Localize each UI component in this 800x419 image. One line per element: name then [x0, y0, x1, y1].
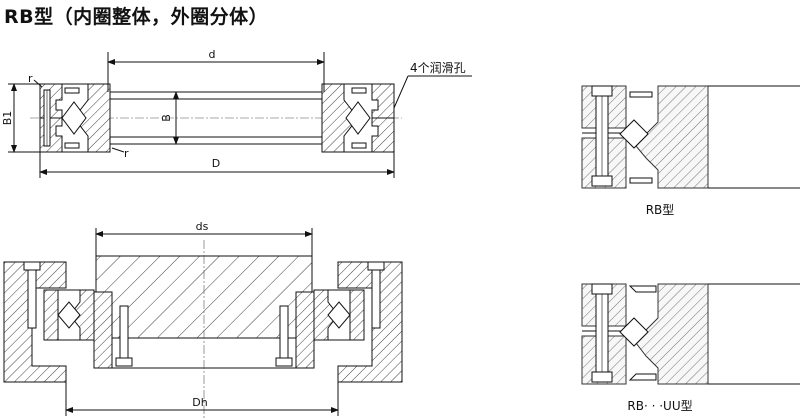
- seal-icon: [628, 373, 657, 381]
- rb-bearing-section: d D B B1 r r 4个润滑孔: [1, 48, 472, 178]
- caption-rbuu: RB· · ·UU型: [627, 399, 692, 413]
- bolt-left-inner: [119, 305, 129, 363]
- page-title: RB型（内圈整体，外圈分体）: [4, 6, 269, 28]
- seal-icon: [628, 285, 657, 293]
- bolt-right-inner: [279, 305, 289, 363]
- dim-Dh-label: Dh: [192, 396, 207, 409]
- lube-holes-label: 4个润滑孔: [410, 61, 466, 75]
- rbuu-type-detail: RB· · ·UU型: [581, 283, 800, 413]
- bolt-right-outer: [371, 267, 381, 329]
- rb-type-detail: RB型: [581, 85, 800, 217]
- dim-d-label: d: [209, 48, 216, 61]
- housing-left: [3, 261, 67, 383]
- radius-label-bottom: r: [124, 147, 129, 160]
- right-section: [321, 83, 395, 153]
- dim-B-label: B: [160, 114, 173, 122]
- dim-ds-label: ds: [196, 220, 209, 233]
- dim-B1-label: B1: [1, 111, 14, 126]
- radius-label-top: r: [28, 72, 33, 85]
- dim-D-label: D: [212, 157, 220, 170]
- mounting-assembly: ds Dh: [3, 220, 403, 418]
- caption-rb: RB型: [646, 203, 675, 217]
- bolt-left-outer: [27, 267, 37, 329]
- left-section: [39, 83, 111, 153]
- housing-right: [337, 261, 403, 383]
